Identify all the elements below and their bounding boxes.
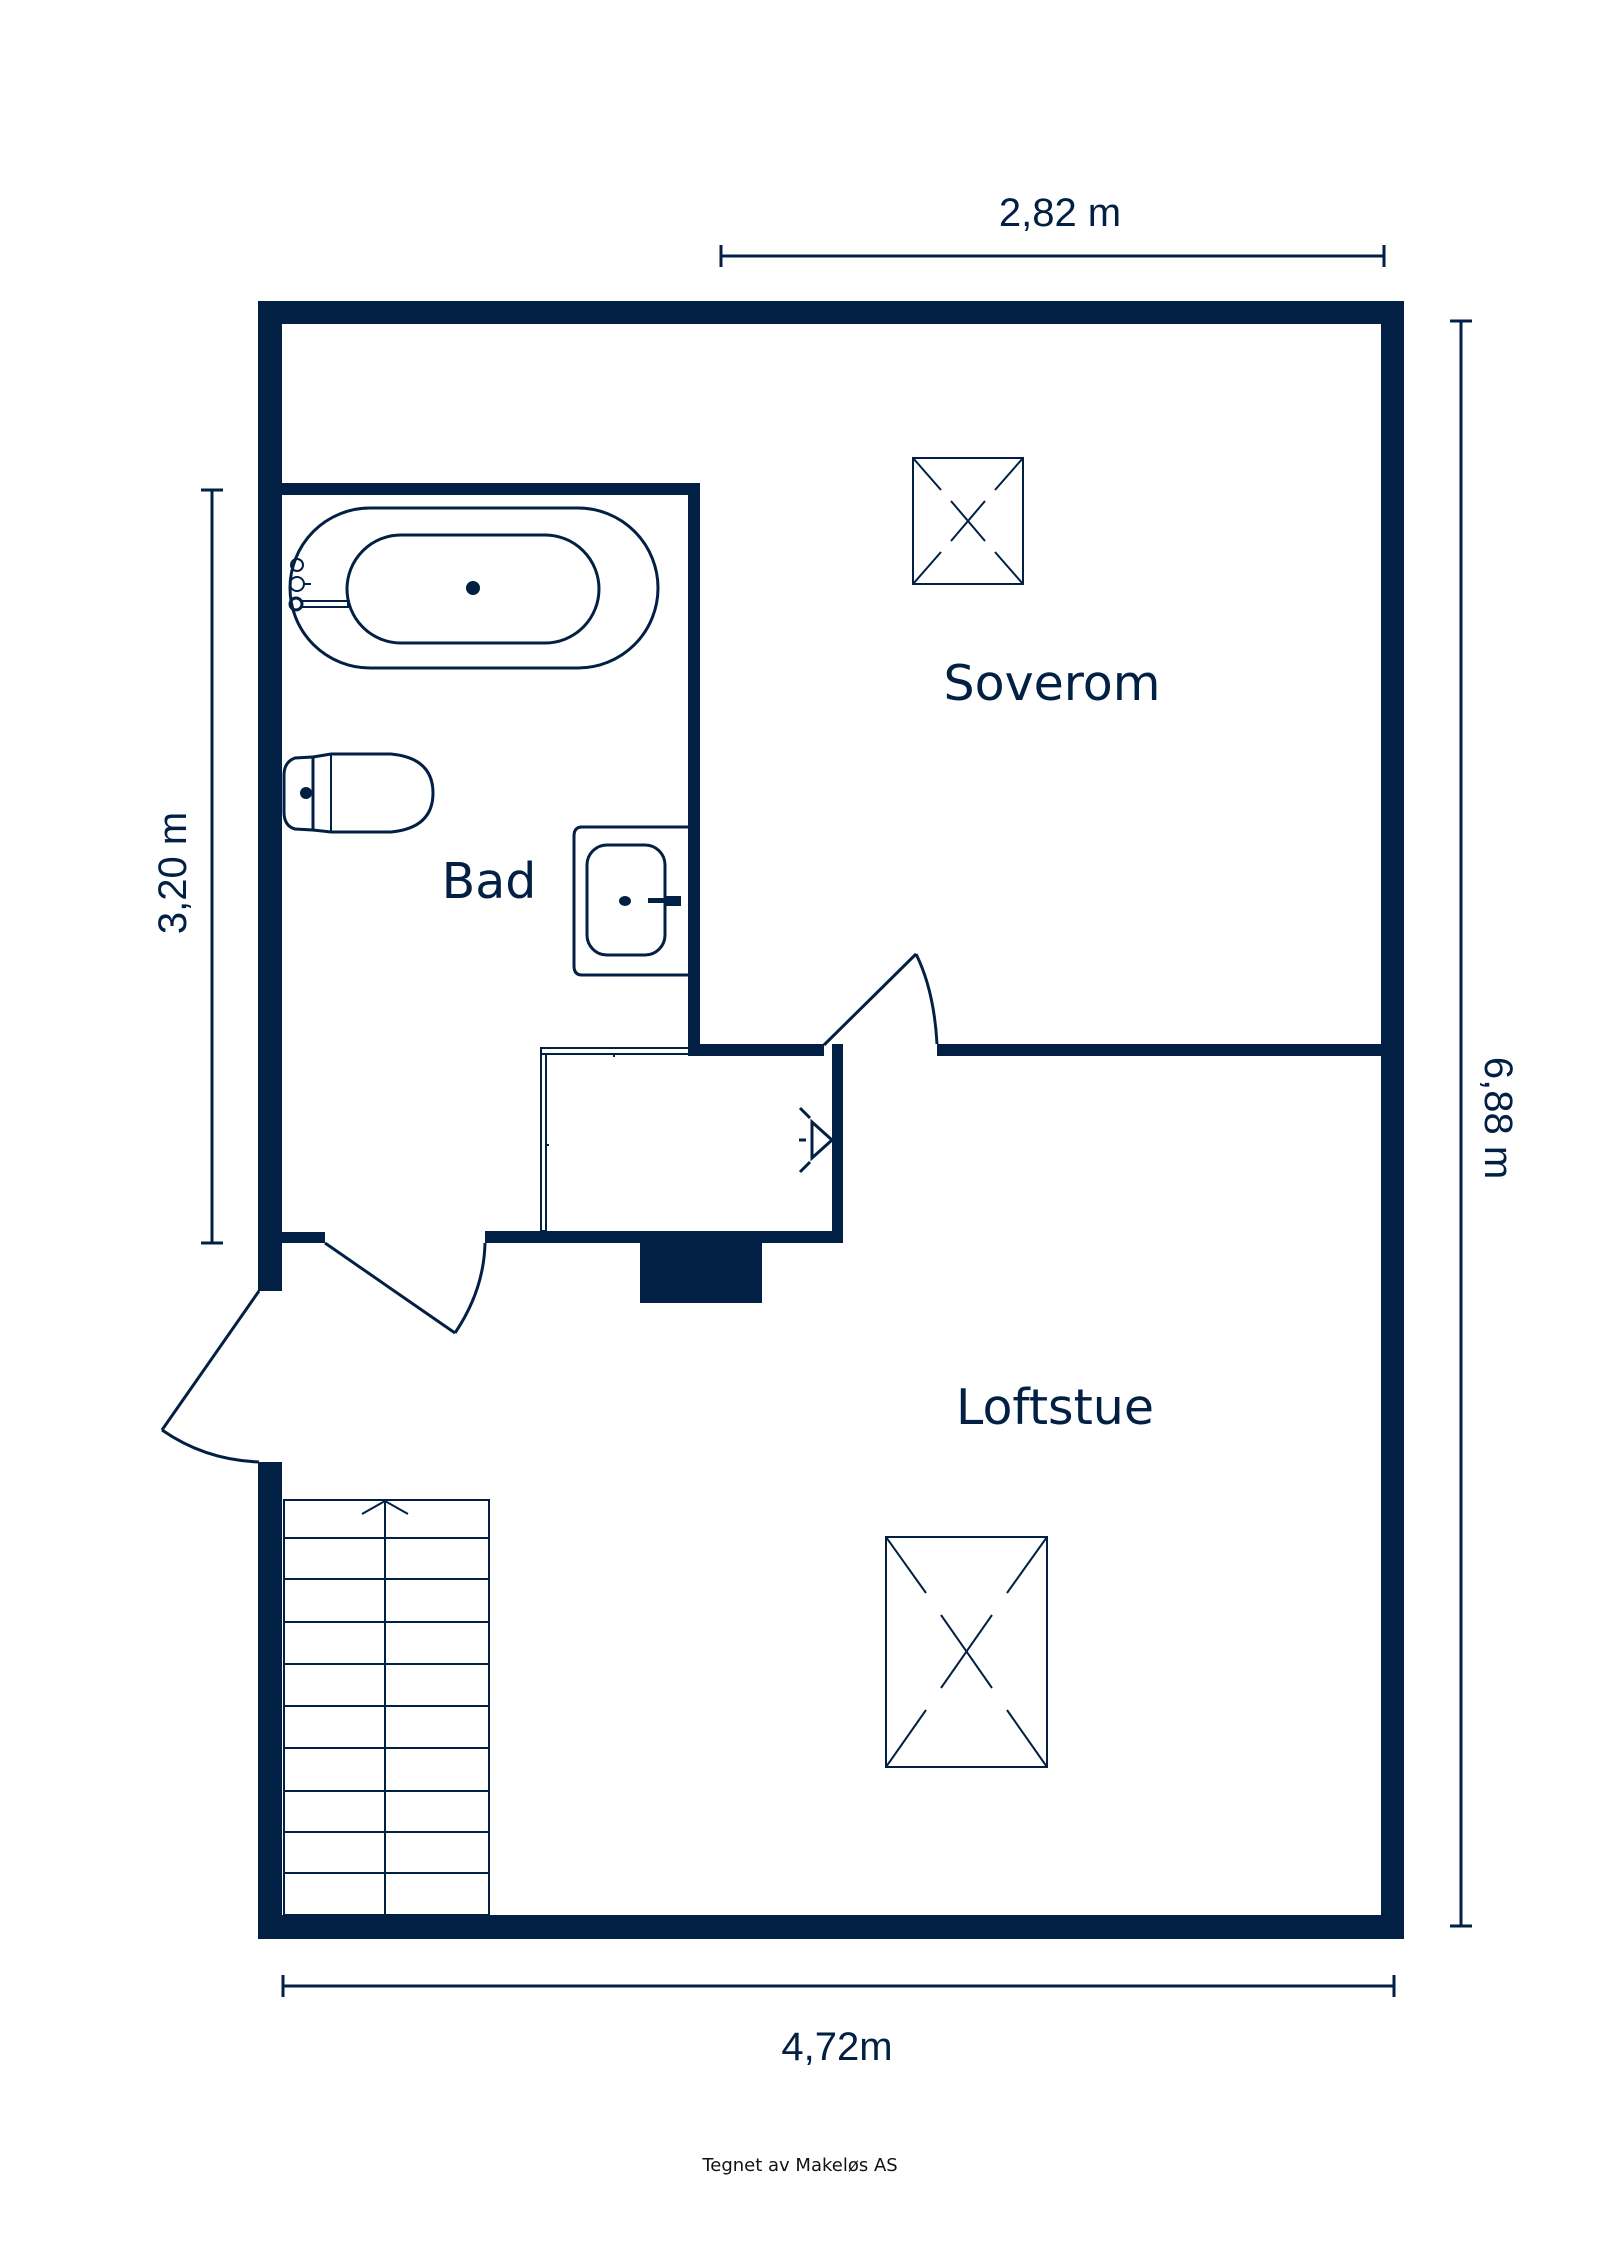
door-soverom	[822, 952, 939, 1047]
dimension-label-top: 2,82 m	[999, 191, 1121, 235]
skylight-soverom	[912, 457, 1024, 585]
interior-walls	[282, 483, 1381, 1303]
skylight-loftstue	[885, 1536, 1048, 1768]
stair-arrow-up-icon	[361, 1499, 409, 1515]
room-label-loftstue: Loftstue	[956, 1379, 1154, 1436]
dimension-lines	[201, 245, 1472, 1997]
shower-head-icon	[798, 1106, 834, 1174]
door-entry	[160, 1290, 261, 1464]
dimension-label-right: 6,88 m	[1476, 1057, 1520, 1179]
footer-credit: Tegnet av Makeløs AS	[702, 2155, 898, 2176]
sink	[572, 825, 688, 977]
chimney	[640, 1243, 762, 1303]
dimension-label-left: 3,20 m	[151, 812, 195, 934]
shower	[540, 1047, 834, 1232]
outer-walls	[258, 301, 1404, 1939]
door-bad	[324, 1241, 487, 1335]
room-label-soverom: Soverom	[943, 655, 1160, 712]
toilet	[282, 752, 435, 834]
stairs	[283, 1499, 490, 1916]
bathtub	[288, 506, 660, 670]
dimension-label-bottom: 4,72m	[781, 2025, 892, 2069]
room-label-bad: Bad	[442, 853, 537, 910]
